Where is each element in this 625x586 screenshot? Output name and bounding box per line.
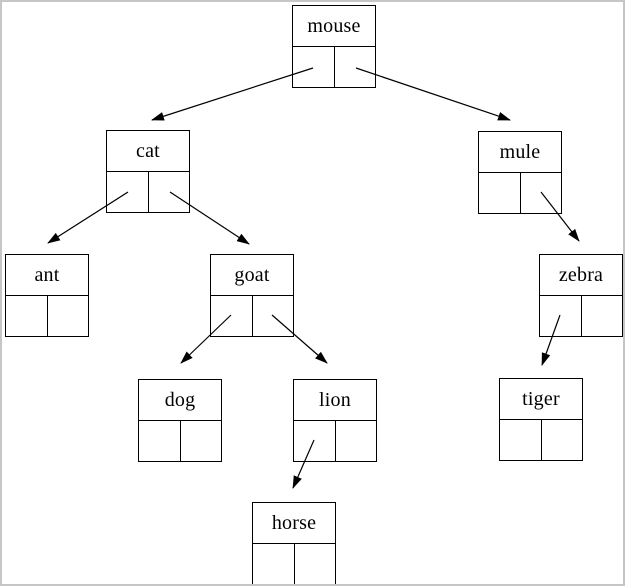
tree-node-zebra: zebra: [539, 254, 623, 337]
pointer-cells: [500, 420, 582, 460]
tree-node-horse: horse: [252, 502, 336, 584]
left-pointer-cell: [107, 172, 149, 212]
left-pointer-cell: [479, 173, 521, 213]
left-pointer-cell: [500, 420, 542, 460]
node-label: cat: [107, 131, 189, 172]
right-pointer-cell: [149, 172, 190, 212]
pointer-cells: [294, 421, 376, 461]
pointer-cells: [253, 544, 335, 584]
right-pointer-cell: [253, 296, 294, 336]
pointer-cells: [540, 296, 622, 336]
tree-node-mouse: mouse: [292, 5, 376, 88]
pointer-cells: [211, 296, 293, 336]
right-pointer-cell: [335, 47, 376, 87]
pointer-cells: [479, 173, 561, 213]
node-label: mule: [479, 132, 561, 173]
tree-node-ant: ant: [5, 254, 89, 337]
left-pointer-cell: [139, 421, 181, 461]
left-pointer-cell: [540, 296, 582, 336]
tree-node-mule: mule: [478, 131, 562, 214]
node-label: zebra: [540, 255, 622, 296]
right-pointer-cell: [295, 544, 336, 584]
arrow-mouse-right-to-mule: [355, 67, 511, 121]
tree-node-goat: goat: [210, 254, 294, 337]
right-pointer-cell: [181, 421, 222, 461]
node-label: tiger: [500, 379, 582, 420]
right-pointer-cell: [336, 421, 377, 461]
node-label: horse: [253, 503, 335, 544]
node-label: lion: [294, 380, 376, 421]
tree-node-cat: cat: [106, 130, 190, 213]
tree-node-dog: dog: [138, 379, 222, 462]
pointer-cells: [293, 47, 375, 87]
right-pointer-cell: [521, 173, 562, 213]
left-pointer-cell: [293, 47, 335, 87]
node-label: ant: [6, 255, 88, 296]
pointer-cells: [107, 172, 189, 212]
right-pointer-cell: [542, 420, 583, 460]
left-pointer-cell: [294, 421, 336, 461]
left-pointer-cell: [211, 296, 253, 336]
tree-node-lion: lion: [293, 379, 377, 462]
pointer-cells: [139, 421, 221, 461]
tree-node-tiger: tiger: [499, 378, 583, 461]
left-pointer-cell: [253, 544, 295, 584]
node-label: dog: [139, 380, 221, 421]
pointer-cells: [6, 296, 88, 336]
node-label: goat: [211, 255, 293, 296]
left-pointer-cell: [6, 296, 48, 336]
right-pointer-cell: [582, 296, 623, 336]
right-pointer-cell: [48, 296, 89, 336]
arrow-mouse-left-to-cat: [151, 67, 314, 121]
node-label: mouse: [293, 6, 375, 47]
